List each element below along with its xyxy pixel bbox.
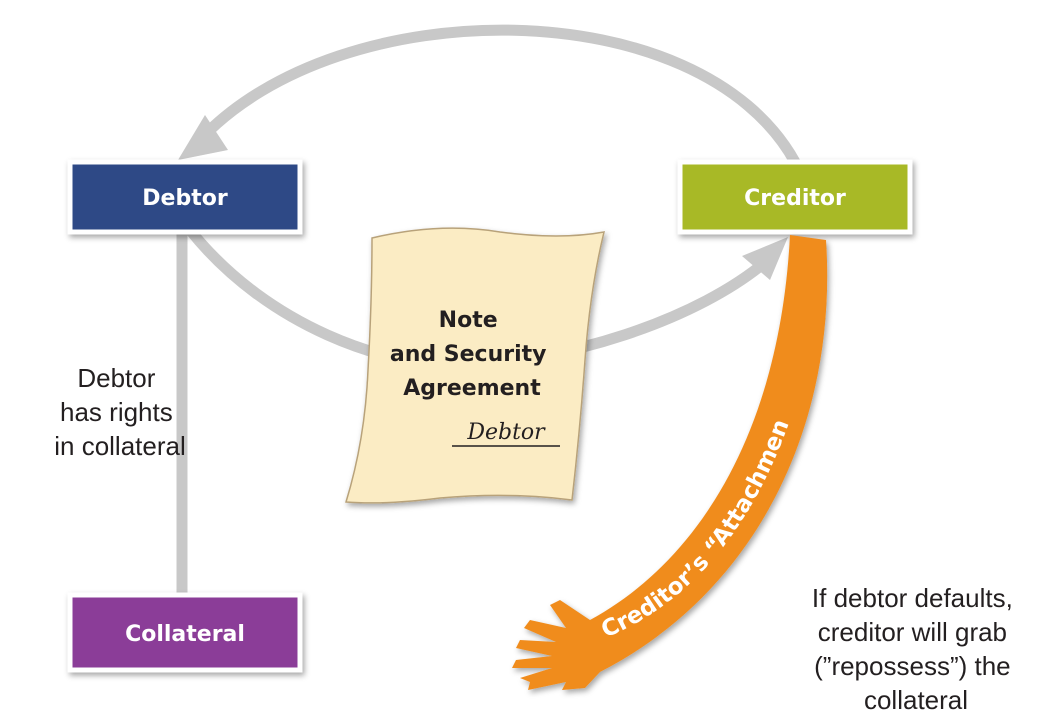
debtor-box — [67, 159, 303, 235]
document-paper — [345, 227, 605, 504]
creditor-box — [677, 159, 913, 235]
collateral-node: Collateral — [67, 592, 303, 673]
default-note-text: If debtor defaults, creditor will grab (… — [812, 583, 1020, 715]
creditor-label: Creditor — [744, 186, 846, 211]
debtor-label: Debtor — [142, 186, 228, 211]
document-signature: Debtor — [466, 420, 546, 445]
lower-arc-arrowhead — [742, 237, 788, 280]
creditor-node: Creditor — [677, 159, 913, 235]
top-arc-arrowhead — [178, 115, 228, 160]
debtor-node: Debtor — [67, 159, 303, 235]
collateral-label: Collateral — [125, 622, 245, 647]
debtor-rights-text: Debtor has rights in collateral — [54, 363, 186, 461]
collateral-box — [67, 592, 303, 673]
attachment-arm-shape — [512, 235, 828, 690]
top-arc-arrow — [194, 24, 801, 168]
note-document: Note and Security Agreement Debtor — [345, 227, 605, 504]
document-title: Note and Security Agreement — [390, 308, 554, 401]
